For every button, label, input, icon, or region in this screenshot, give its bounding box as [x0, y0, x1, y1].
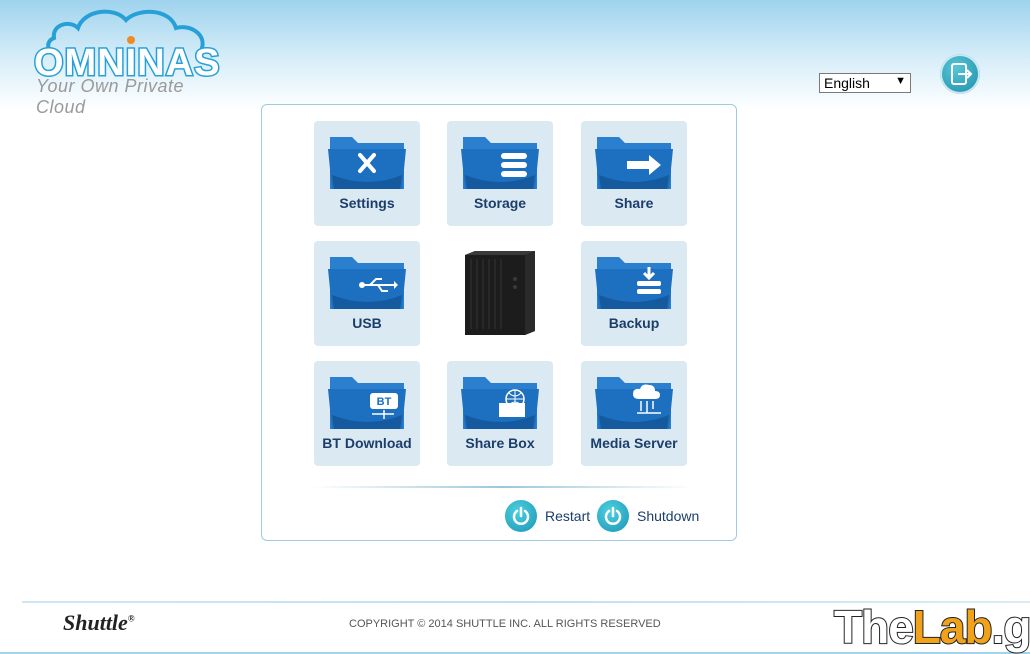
omninas-logo: OMNINAS Your Own Private Cloud	[30, 2, 230, 117]
backup-label: Backup	[608, 315, 660, 331]
shuttle-logo: Shuttle®	[63, 610, 135, 635]
storage-label: Storage	[473, 195, 527, 211]
media-server-tile[interactable]: Media Server	[581, 361, 687, 466]
bt-download-tile[interactable]: BT BT Download	[314, 361, 420, 466]
copyright-text: COPYRIGHT © 2014 SHUTTLE INC. ALL RIGHTS…	[349, 618, 661, 630]
nas-device-image	[459, 249, 539, 342]
settings-label: Settings	[339, 195, 395, 211]
footer-divider	[22, 601, 1030, 603]
thelab-watermark: TheLab.gr	[833, 600, 1030, 654]
power-icon	[597, 500, 629, 532]
backup-tile[interactable]: Backup	[581, 241, 687, 346]
cloud-icon	[46, 9, 205, 56]
brand-name: OMNINAS	[32, 41, 221, 86]
main-panel: Settings Storage Share	[261, 104, 737, 541]
power-icon	[505, 500, 537, 532]
dropdown-arrow-icon: ▼	[895, 75, 906, 87]
settings-folder-icon	[328, 137, 406, 189]
settings-tile[interactable]: Settings	[314, 121, 420, 226]
share-label: Share	[614, 195, 654, 211]
bt-download-folder-icon: BT	[328, 377, 406, 429]
shutdown-button[interactable]: Shutdown	[597, 499, 699, 533]
share-box-tile[interactable]: Share Box	[447, 361, 553, 466]
share-box-folder-icon	[461, 377, 539, 429]
storage-folder-icon	[461, 137, 539, 189]
backup-folder-icon	[595, 257, 673, 309]
brand-tagline: Your Own Private Cloud	[36, 76, 185, 117]
share-box-label: Share Box	[465, 435, 535, 451]
panel-divider	[310, 486, 695, 488]
media-server-label: Media Server	[590, 435, 678, 451]
shutdown-label: Shutdown	[637, 508, 700, 524]
usb-tile[interactable]: USB	[314, 241, 420, 346]
svg-text:BT: BT	[377, 396, 392, 408]
storage-tile[interactable]: Storage	[447, 121, 553, 226]
share-folder-icon	[595, 137, 673, 189]
language-select[interactable]: English ▼	[819, 73, 911, 93]
language-selected: English	[824, 75, 870, 91]
logout-icon	[951, 63, 973, 85]
usb-folder-icon	[328, 257, 406, 309]
restart-label: Restart	[545, 508, 591, 524]
usb-label: USB	[352, 315, 382, 331]
bt-download-label: BT Download	[322, 435, 412, 451]
restart-button[interactable]: Restart	[505, 499, 590, 533]
media-server-folder-icon	[595, 377, 673, 429]
share-tile[interactable]: Share	[581, 121, 687, 226]
logout-button[interactable]	[940, 54, 980, 94]
